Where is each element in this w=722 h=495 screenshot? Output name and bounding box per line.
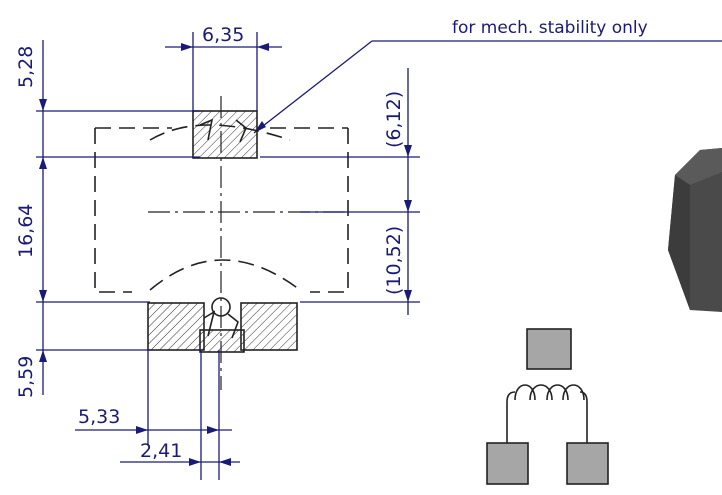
dim-top-width: 6,35: [202, 24, 244, 46]
left-dimensions: 5,28 16,64 5,59: [15, 40, 200, 398]
right-dimensions: (6,12) (10,52): [260, 68, 420, 315]
bottom-dimensions: 5,33 2,41: [75, 350, 240, 480]
stability-note-text: for mech. stability only: [452, 18, 648, 38]
dim-bottom-offset: 5,33: [78, 406, 120, 428]
inductor-schematic-icon: [486, 328, 609, 485]
center-lines: [148, 96, 348, 390]
dim-top-pad-height: 5,28: [15, 46, 37, 88]
component-outline: [94, 124, 349, 293]
bottom-pads: [147, 297, 298, 353]
dim-right-upper: (6,12): [383, 91, 405, 148]
dim-right-lower: (10,52): [383, 226, 405, 295]
dim-body-height: 16,64: [15, 204, 37, 258]
dim-bottom-pad-height: 5,59: [15, 356, 37, 398]
top-width-dimension: 6,35: [165, 24, 282, 111]
dim-bottom-gap: 2,41: [140, 440, 182, 462]
top-pad: [192, 110, 258, 159]
stability-note: for mech. stability only: [253, 18, 722, 134]
component-3d-icon: [668, 148, 722, 312]
